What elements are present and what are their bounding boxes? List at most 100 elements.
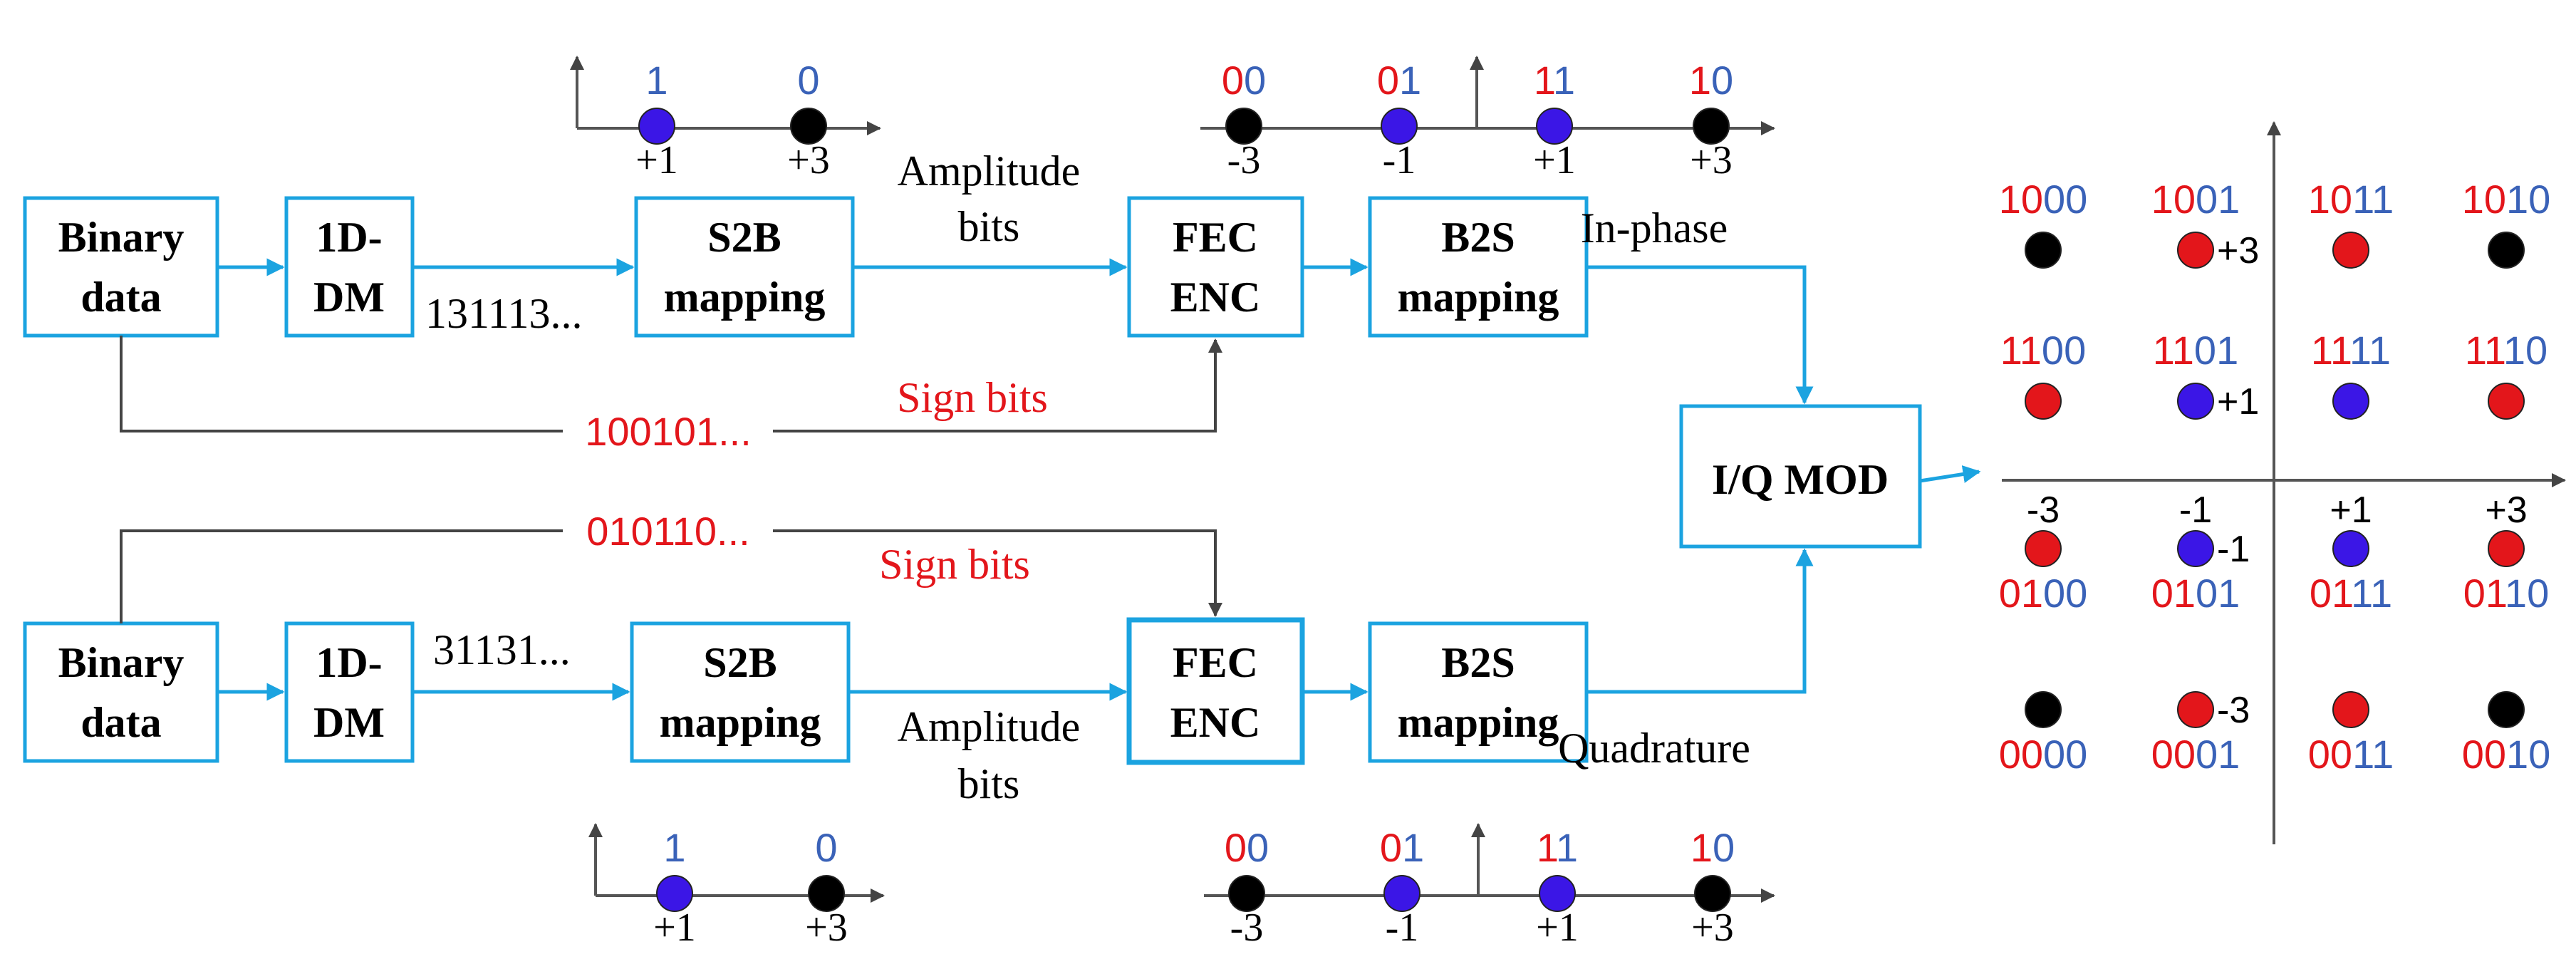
constellation-point-dot: [2177, 232, 2214, 269]
top-s2b-mapping-block: S2B mapping: [634, 196, 855, 338]
constellation-point-bits: 0000: [1999, 732, 2088, 777]
bit-char: 1: [2151, 177, 2174, 222]
bit-char: 1: [2020, 328, 2042, 373]
bottom-s2b-point-bits: 1: [663, 825, 685, 870]
bit-char: 0: [1713, 825, 1735, 870]
bit-char: 1: [2506, 177, 2528, 222]
bit-char: 1: [2349, 328, 2370, 373]
bit-char: 0: [1377, 58, 1399, 103]
top-sign-line-left: [120, 336, 563, 432]
bit-char: 1: [2351, 571, 2372, 616]
bit-char: 0: [2310, 571, 2332, 616]
bit-char: 0: [797, 58, 819, 103]
bit-char: 1: [1556, 825, 1578, 870]
bit-char: 1: [2332, 571, 2352, 616]
bit-char: 1: [2506, 732, 2528, 777]
top-fec-label-2: ENC: [1170, 274, 1261, 321]
bottom-s2b-point-dot: [808, 875, 845, 912]
bit-char: 0: [2065, 732, 2087, 777]
bottom-s2b-mapping-plot: 1+10+3: [588, 823, 885, 950]
bottom-b2s-point-bits: 00: [1225, 825, 1269, 870]
top-binary-label-2: data: [80, 274, 161, 321]
bit-char: 0: [1999, 571, 2021, 616]
constellation-point-dot: [2488, 691, 2525, 728]
top-b2s-tick-label: -1: [1383, 138, 1416, 182]
bit-char: 0: [2196, 732, 2218, 777]
bit-char: 1: [2352, 732, 2373, 777]
bit-char: 0: [1244, 58, 1266, 103]
top-b2s-point-dot: [1693, 108, 1730, 145]
constellation-point-bits: 0011: [2308, 732, 2394, 777]
bottom-fec-label-1: FEC: [1173, 639, 1258, 686]
bit-char: 0: [2043, 571, 2065, 616]
bit-char: 1: [2372, 732, 2394, 777]
bit-char: 1: [2218, 177, 2240, 222]
constellation-point-bits: 0110: [2463, 571, 2549, 616]
signal-arrows: [217, 258, 1981, 701]
bit-char: 0: [2462, 732, 2484, 777]
bit-char: 1: [2505, 571, 2527, 616]
bottom-amplitude-bits-label-2: bits: [958, 760, 1020, 807]
constellation-y-tick: -3: [2217, 690, 2250, 731]
bit-char: 1: [2172, 328, 2194, 373]
top-amplitude-bits-label-1: Amplitude: [898, 147, 1081, 195]
constellation-point-dot: [2177, 691, 2214, 728]
constellation-point-bits: 0001: [2151, 732, 2240, 777]
bit-char: 0: [2484, 732, 2506, 777]
bottom-s2b-point-dot: [656, 875, 693, 912]
bit-char: 1: [2369, 328, 2391, 373]
top-b2s-point-bits: 10: [1689, 58, 1733, 103]
constellation-point-bits: 0010: [2462, 732, 2551, 777]
bit-char: 1: [2000, 328, 2021, 373]
bottom-sign-bits-label: Sign bits: [879, 541, 1030, 588]
top-s2b-point-dot: [638, 108, 675, 145]
top-s2b-mapping-plot: 1+10+3: [570, 56, 881, 182]
bottom-b2s-tick-label: -3: [1230, 906, 1264, 950]
top-b2s-point-dot: [1381, 108, 1418, 145]
bit-char: 0: [2021, 177, 2043, 222]
top-b2s-point-dot: [1536, 108, 1573, 145]
bit-char: 0: [1380, 825, 1402, 870]
bit-char: 1: [2153, 328, 2174, 373]
bottom-b2s-tick-label: +3: [1691, 906, 1734, 950]
bottom-s2b-point-bits: 0: [815, 825, 837, 870]
bottom-s2b-mapping-block: S2B mapping: [630, 621, 851, 763]
constellation-y-tick: +1: [2217, 381, 2259, 423]
bottom-b2s-point-dot: [1694, 875, 1731, 912]
bit-char: 0: [1247, 825, 1269, 870]
constellation-point-bits: 1110: [2465, 328, 2548, 373]
quadrature-label: Quadrature: [1558, 725, 1750, 772]
bottom-sign-sequence: 010110...: [586, 509, 749, 554]
constellation-point-dot: [2025, 232, 2062, 269]
bit-char: 0: [2330, 177, 2352, 222]
constellation-point-dot: [2488, 530, 2525, 567]
bit-char: 0: [2042, 328, 2064, 373]
bottom-b2s-tick-label: +1: [1536, 906, 1579, 950]
top-binary-label-1: Binary: [58, 214, 185, 261]
bit-char: 0: [2043, 732, 2065, 777]
constellation-point-bits: 1011: [2308, 177, 2394, 222]
bit-char: 1: [2308, 177, 2330, 222]
arrow-top-b2s-to-iq: [1586, 265, 1814, 405]
bit-char: 1: [2372, 177, 2394, 222]
bottom-binary-label-1: Binary: [58, 639, 185, 686]
iq-mod-label: I/Q MOD: [1712, 456, 1889, 503]
bit-char: 0: [2174, 177, 2196, 222]
constellation-point-dot: [2025, 383, 2062, 420]
top-1d-dm-block: 1D- DM: [284, 196, 415, 338]
bit-char: 0: [2196, 571, 2218, 616]
top-b2s-point-bits: 00: [1222, 58, 1266, 103]
constellation-y-tick: +3: [2217, 230, 2259, 271]
bottom-s2b-label-2: mapping: [660, 699, 821, 746]
bit-char: 1: [2311, 328, 2332, 373]
bottom-binary-data-block: Binary data: [23, 621, 219, 763]
bottom-sign-line-right: [773, 529, 1222, 617]
top-b2s-tick-label: +3: [1690, 138, 1733, 182]
bit-char: 0: [2527, 571, 2549, 616]
bit-char: 1: [2218, 571, 2240, 616]
bit-char: 1: [2174, 571, 2196, 616]
bit-char: 0: [2174, 732, 2196, 777]
constellation-y-tick: -1: [2217, 529, 2250, 570]
